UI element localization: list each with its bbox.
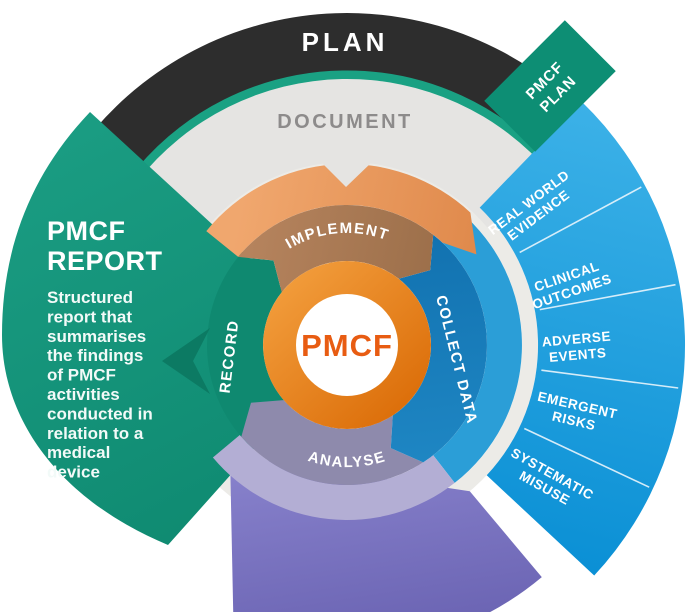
collect-band [390,234,487,463]
analyse-sub-band [212,435,455,521]
fan-divider [523,427,650,488]
analyse-label: ANALYSE [306,448,388,471]
teal-ring [136,70,552,175]
fan-label-adverse-events: ADVERSEEVENTS [541,329,613,366]
fan-divider [539,283,676,311]
implement-band [238,205,434,293]
pmcf-plan-banner-bg [484,20,616,152]
collect-sub-band [433,217,522,483]
implement-sub-band [206,163,477,257]
fan-divider [519,186,642,254]
document-label: DOCUMENT [277,111,413,133]
data-sources-fan: REAL WORLDEVIDENCE CLINICALOUTCOMES ADVE… [479,101,686,576]
fan-wedge [479,101,686,576]
document-arc [137,79,551,233]
plan-label: PLAN [302,27,389,57]
fan-divider [541,369,679,389]
record-band [207,256,284,437]
pmcf-report-blob [2,112,291,545]
record-arrow-icon [162,328,210,394]
plan-arc [92,13,586,169]
pmcf-plan-banner: PMCFPLAN [484,20,616,152]
pmcf-center-disc [296,294,398,396]
pmcf-center-label: PMCF [301,328,393,363]
document-chevron-icon [321,162,372,187]
analyse-band [241,400,424,485]
